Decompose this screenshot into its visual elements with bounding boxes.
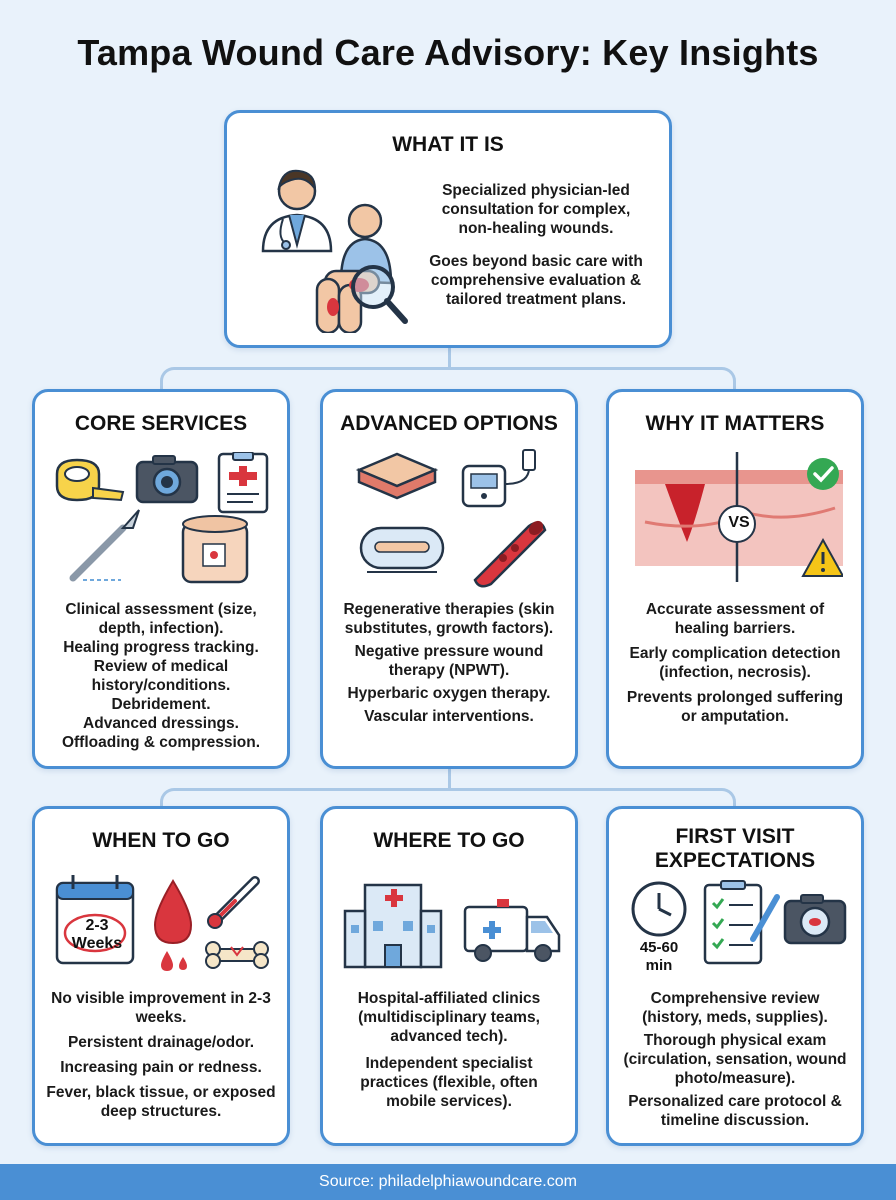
- skin-cross-section-icon: [635, 452, 843, 582]
- when-to-go-icons: [55, 875, 269, 971]
- checkmark-icon: [807, 458, 839, 490]
- where-to-go-icons: [343, 883, 561, 969]
- calendar-text-1: 2-3: [85, 917, 109, 934]
- thermometer-icon: [207, 876, 260, 929]
- where-to-go-heading: WHERE TO GO: [373, 829, 525, 852]
- what-it-is-heading: WHAT IT IS: [392, 133, 504, 156]
- core-item: Offloading & compression.: [61, 734, 261, 751]
- where-item: Hospital-affiliated clinics (multidiscip…: [357, 990, 541, 1045]
- why-it-matters-heading: WHY IT MATTERS: [645, 412, 825, 435]
- why-it-matters-card: WHY IT MATTERS VS Accurate assessment of…: [606, 389, 864, 769]
- why-item: Accurate assessment of healing barriers.: [645, 601, 825, 637]
- doctor-patient-illustration: [261, 169, 408, 333]
- doctor-icon: [261, 169, 333, 253]
- first-item: Personalized care protocol & timeline di…: [628, 1093, 842, 1129]
- first-visit-heading-2: EXPECTATIONS: [654, 849, 816, 872]
- advanced-item: Negative pressure wound therapy (NPWT).: [354, 643, 544, 679]
- scalpel-icon: [69, 509, 140, 582]
- warning-icon: [801, 537, 843, 577]
- bone-icon: [205, 941, 269, 969]
- blood-drop-icon: [153, 879, 193, 971]
- bandage-roll-icon: [181, 515, 249, 584]
- clock-label-1: 45-60: [639, 939, 679, 956]
- first-item: Comprehensive review (history, meds, sup…: [642, 990, 828, 1026]
- core-services-icons: [55, 452, 269, 584]
- what-it-is-text-1: Specialized physician-led consultation f…: [441, 182, 631, 237]
- magnifier-icon: [351, 265, 408, 324]
- when-item: Increasing pain or redness.: [60, 1059, 262, 1076]
- advanced-item: Vascular interventions.: [364, 708, 534, 725]
- checklist-icon: [703, 880, 780, 965]
- first-item: Thorough physical exam (circulation, sen…: [623, 1032, 847, 1087]
- what-it-is-text-2: Goes beyond basic care with comprehensiv…: [429, 253, 643, 308]
- clipboard-icon: [217, 452, 269, 514]
- connector-top: [448, 346, 451, 368]
- clock-label-2: min: [645, 957, 673, 974]
- ambulance-icon: [463, 899, 561, 962]
- connector-mid: [448, 765, 451, 789]
- skin-substitute-icon: [355, 452, 439, 500]
- hyperbaric-chamber-icon: [359, 526, 445, 573]
- what-it-is-card: WHAT IT IS Specialized physician-led con…: [224, 110, 672, 348]
- camera-icon: [135, 455, 199, 504]
- when-to-go-heading: WHEN TO GO: [92, 829, 230, 852]
- source-footer: Source: philadelphiawoundcare.com: [0, 1164, 896, 1200]
- advanced-item: Hyperbaric oxygen therapy.: [347, 685, 551, 702]
- connector-row1: [160, 367, 736, 391]
- npwt-device-icon: [461, 449, 536, 508]
- hospital-icon: [343, 883, 443, 969]
- when-item: Fever, black tissue, or exposed deep str…: [46, 1084, 276, 1120]
- where-item: Independent specialist practices (flexib…: [360, 1055, 538, 1110]
- advanced-item: Regenerative therapies (skin substitutes…: [343, 601, 555, 637]
- advanced-options-icons: [355, 449, 547, 588]
- camera-icon: [783, 894, 847, 945]
- connector-row2: [160, 788, 736, 810]
- core-services-heading: CORE SERVICES: [74, 412, 248, 435]
- core-item: Review of medical history/conditions.: [91, 658, 231, 694]
- core-item: Healing progress tracking.: [63, 639, 259, 656]
- first-visit-heading-1: FIRST VISIT: [675, 825, 795, 848]
- when-to-go-card: WHEN TO GO 2-3 Weeks: [32, 806, 290, 1146]
- clock-icon: [631, 881, 687, 937]
- blood-vessel-icon: [473, 520, 547, 588]
- why-item: Prevents prolonged suffering or amputati…: [626, 689, 844, 725]
- core-services-card: CORE SERVICES: [32, 389, 290, 769]
- vs-label: VS: [728, 514, 750, 531]
- advanced-options-card: ADVANCED OPTIONS Regenerative therapies …: [320, 389, 578, 769]
- core-item: Advanced dressings.: [83, 715, 239, 732]
- calendar-icon: [55, 875, 135, 965]
- when-item: No visible improvement in 2-3 weeks.: [51, 990, 271, 1026]
- where-to-go-card: WHERE TO GO Hospital-affiliated clinics …: [320, 806, 578, 1146]
- core-item: Debridement.: [111, 696, 211, 713]
- first-visit-card: FIRST VISIT EXPECTATIONS 45-60 min Comp: [606, 806, 864, 1146]
- calendar-text-2: Weeks: [71, 935, 123, 952]
- when-item: Persistent drainage/odor.: [67, 1034, 255, 1051]
- tape-measure-icon: [55, 458, 125, 502]
- why-item: Early complication detection (infection,…: [629, 645, 841, 681]
- advanced-options-heading: ADVANCED OPTIONS: [340, 412, 558, 435]
- page-title: Tampa Wound Care Advisory: Key Insights: [77, 32, 819, 73]
- first-visit-icons: [631, 880, 847, 965]
- core-item: Clinical assessment (size, depth, infect…: [65, 601, 257, 637]
